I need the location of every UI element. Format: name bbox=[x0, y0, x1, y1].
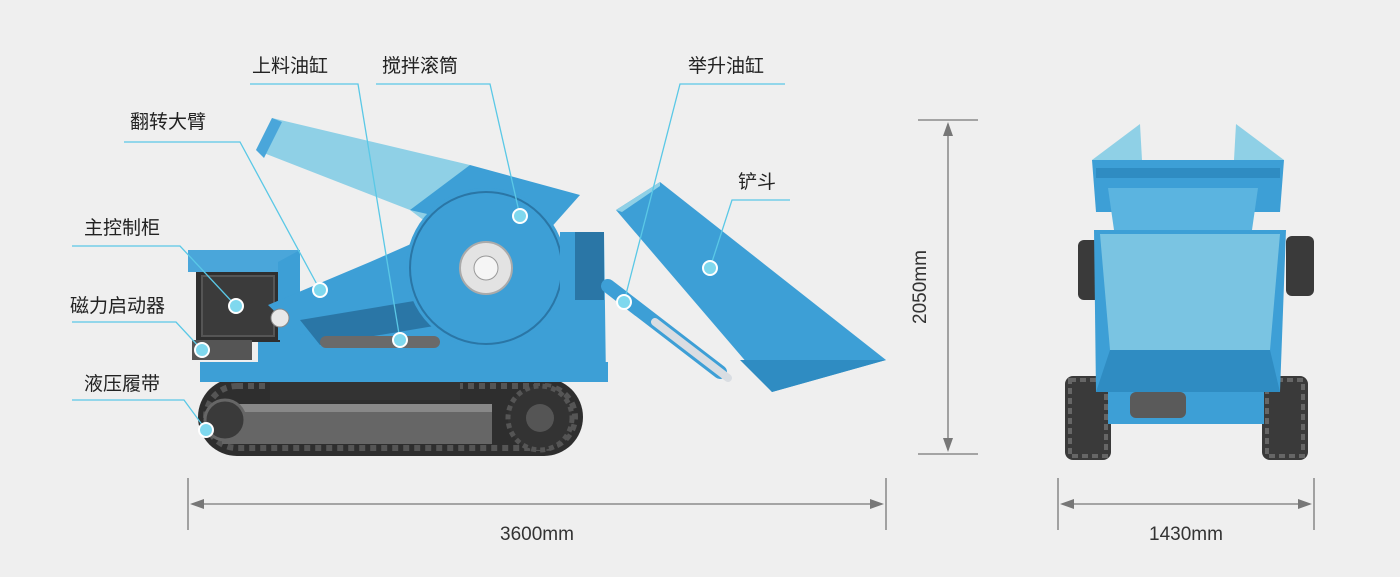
label-mixing-drum: 搅拌滚筒 bbox=[382, 55, 458, 77]
dimension-length: 3600mm bbox=[187, 478, 887, 545]
width-value: 1430mm bbox=[1149, 524, 1223, 545]
base-frame bbox=[200, 362, 608, 382]
left-track bbox=[1065, 376, 1111, 460]
leader-lines bbox=[72, 83, 790, 438]
label-bucket: 铲斗 bbox=[738, 171, 776, 193]
front-view bbox=[1065, 124, 1314, 460]
height-value: 2050mm bbox=[910, 250, 931, 324]
label-feed-cylinder: 上料油缸 bbox=[252, 55, 328, 77]
label-flip-arm: 翻转大臂 bbox=[130, 111, 206, 133]
track-assembly bbox=[198, 378, 583, 456]
label-main-cabinet: 主控制柜 bbox=[84, 217, 160, 239]
dimension-width: 1430mm bbox=[1057, 478, 1315, 545]
right-track bbox=[1262, 376, 1308, 460]
label-hydraulic-track: 液压履带 bbox=[84, 373, 160, 395]
length-value: 3600mm bbox=[500, 524, 574, 545]
label-magnetic-starter: 磁力启动器 bbox=[70, 295, 165, 317]
label-lift-cylinder: 举升油缸 bbox=[688, 55, 764, 77]
side-view bbox=[188, 118, 886, 456]
bucket bbox=[616, 182, 886, 392]
mixing-drum bbox=[406, 188, 566, 348]
dimension-height: 2050mm bbox=[910, 119, 978, 455]
